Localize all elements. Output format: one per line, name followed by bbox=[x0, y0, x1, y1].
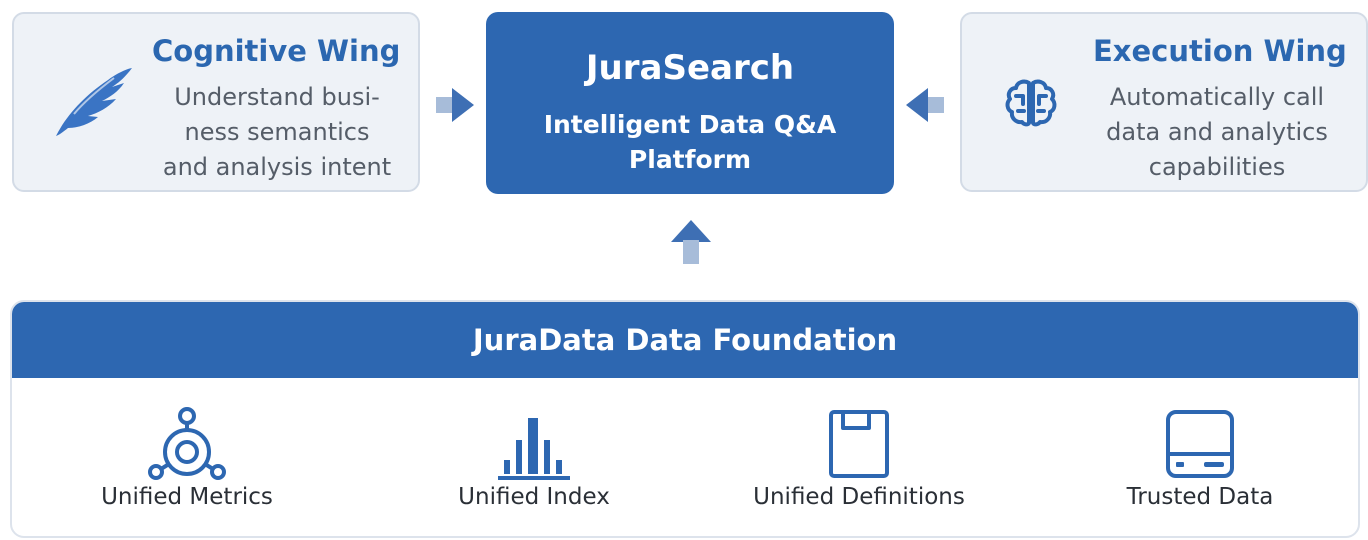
arrow-left-icon bbox=[906, 88, 944, 122]
execution-wing-card: Execution Wing Automatically call data a… bbox=[960, 12, 1368, 192]
cognitive-wing-title: Cognitive Wing bbox=[152, 34, 401, 68]
pillar-label: Unified Metrics bbox=[101, 484, 273, 510]
arrow-right-icon bbox=[436, 88, 474, 122]
definitions-doc-icon bbox=[829, 410, 889, 478]
core-platform-card: JuraSearch Intelligent Data Q&A Platform bbox=[486, 12, 894, 194]
execution-wing-description: Automatically call data and analytics ca… bbox=[1106, 83, 1328, 181]
index-bars-icon bbox=[498, 418, 570, 480]
arrow-up-icon bbox=[671, 220, 711, 264]
pillar-unified-definitions: Unified Definitions bbox=[689, 398, 1029, 528]
cognitive-wing-description: Understand busi-ness semantics and analy… bbox=[162, 83, 392, 181]
foundation-title: JuraData Data Foundation bbox=[12, 302, 1358, 378]
metrics-hub-icon bbox=[148, 407, 226, 480]
pillar-label: Trusted Data bbox=[1126, 484, 1274, 510]
pillar-unified-metrics: Unified Metrics bbox=[17, 398, 357, 528]
data-foundation-panel: JuraData Data Foundation Unified Metrics bbox=[10, 300, 1360, 538]
storage-drive-icon bbox=[1166, 410, 1234, 478]
core-title: JuraSearch bbox=[585, 48, 795, 88]
pillar-unified-index: Unified Index bbox=[364, 398, 704, 528]
brain-icon bbox=[1005, 79, 1057, 127]
core-subtitle: Intelligent Data Q&A Platform bbox=[543, 110, 837, 174]
pillar-label: Unified Definitions bbox=[753, 484, 965, 510]
pillar-trusted-data: Trusted Data bbox=[1030, 398, 1358, 528]
cognitive-wing-card: Cognitive Wing Understand busi-ness sema… bbox=[12, 12, 420, 192]
execution-wing-title: Execution Wing bbox=[1093, 34, 1347, 68]
pillar-label: Unified Index bbox=[458, 484, 610, 510]
wing-icon bbox=[56, 68, 132, 136]
